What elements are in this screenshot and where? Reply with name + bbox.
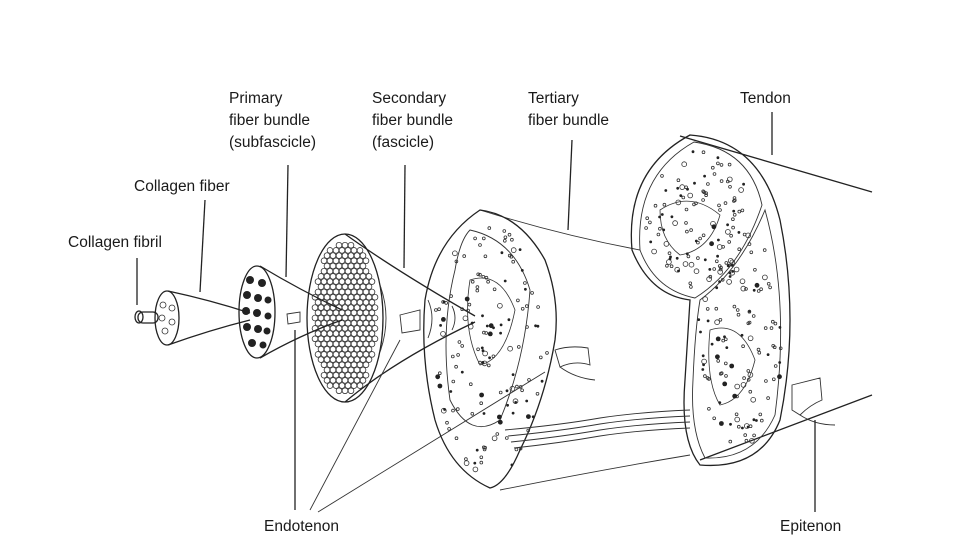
fascicle-hex-pattern <box>312 242 378 393</box>
tertiary-bundle <box>424 210 557 488</box>
tendon-lower-fibers <box>697 231 782 443</box>
label-primary-bundle: Primary fiber bundle (subfascicle) <box>229 88 316 154</box>
label-primary-line2: fiber bundle <box>229 110 316 132</box>
label-endotenon: Endotenon <box>264 516 339 538</box>
label-tertiary-line1: Tertiary <box>528 88 609 110</box>
epitenon-flap <box>792 378 835 425</box>
secondary-bundle <box>307 234 475 402</box>
collagen-fiber <box>155 291 250 345</box>
label-primary-line1: Primary <box>229 88 316 110</box>
label-endotenon-text: Endotenon <box>264 518 339 535</box>
label-tertiary-bundle: Tertiary fiber bundle <box>528 88 609 132</box>
label-secondary-bundle: Secondary fiber bundle (fascicle) <box>372 88 453 154</box>
tendon-body <box>480 136 872 490</box>
label-secondary-line1: Secondary <box>372 88 453 110</box>
label-epitenon: Epitenon <box>780 516 841 538</box>
label-collagen-fiber: Collagen fiber <box>134 176 230 198</box>
endotenon-strands <box>505 347 690 448</box>
tendon-cross-section <box>631 135 790 465</box>
label-collagen-fibril-text: Collagen fibril <box>68 234 162 251</box>
label-tertiary-line2: fiber bundle <box>528 110 609 132</box>
label-tendon: Tendon <box>740 88 791 110</box>
label-collagen-fibril: Collagen fibril <box>68 232 162 254</box>
label-tendon-text: Tendon <box>740 90 791 107</box>
label-secondary-line3: (fascicle) <box>372 132 453 154</box>
tertiary-fibers <box>435 227 549 472</box>
label-epitenon-text: Epitenon <box>780 518 841 535</box>
label-secondary-line2: fiber bundle <box>372 110 453 132</box>
label-primary-line3: (subfascicle) <box>229 132 316 154</box>
label-collagen-fiber-text: Collagen fiber <box>134 178 230 195</box>
